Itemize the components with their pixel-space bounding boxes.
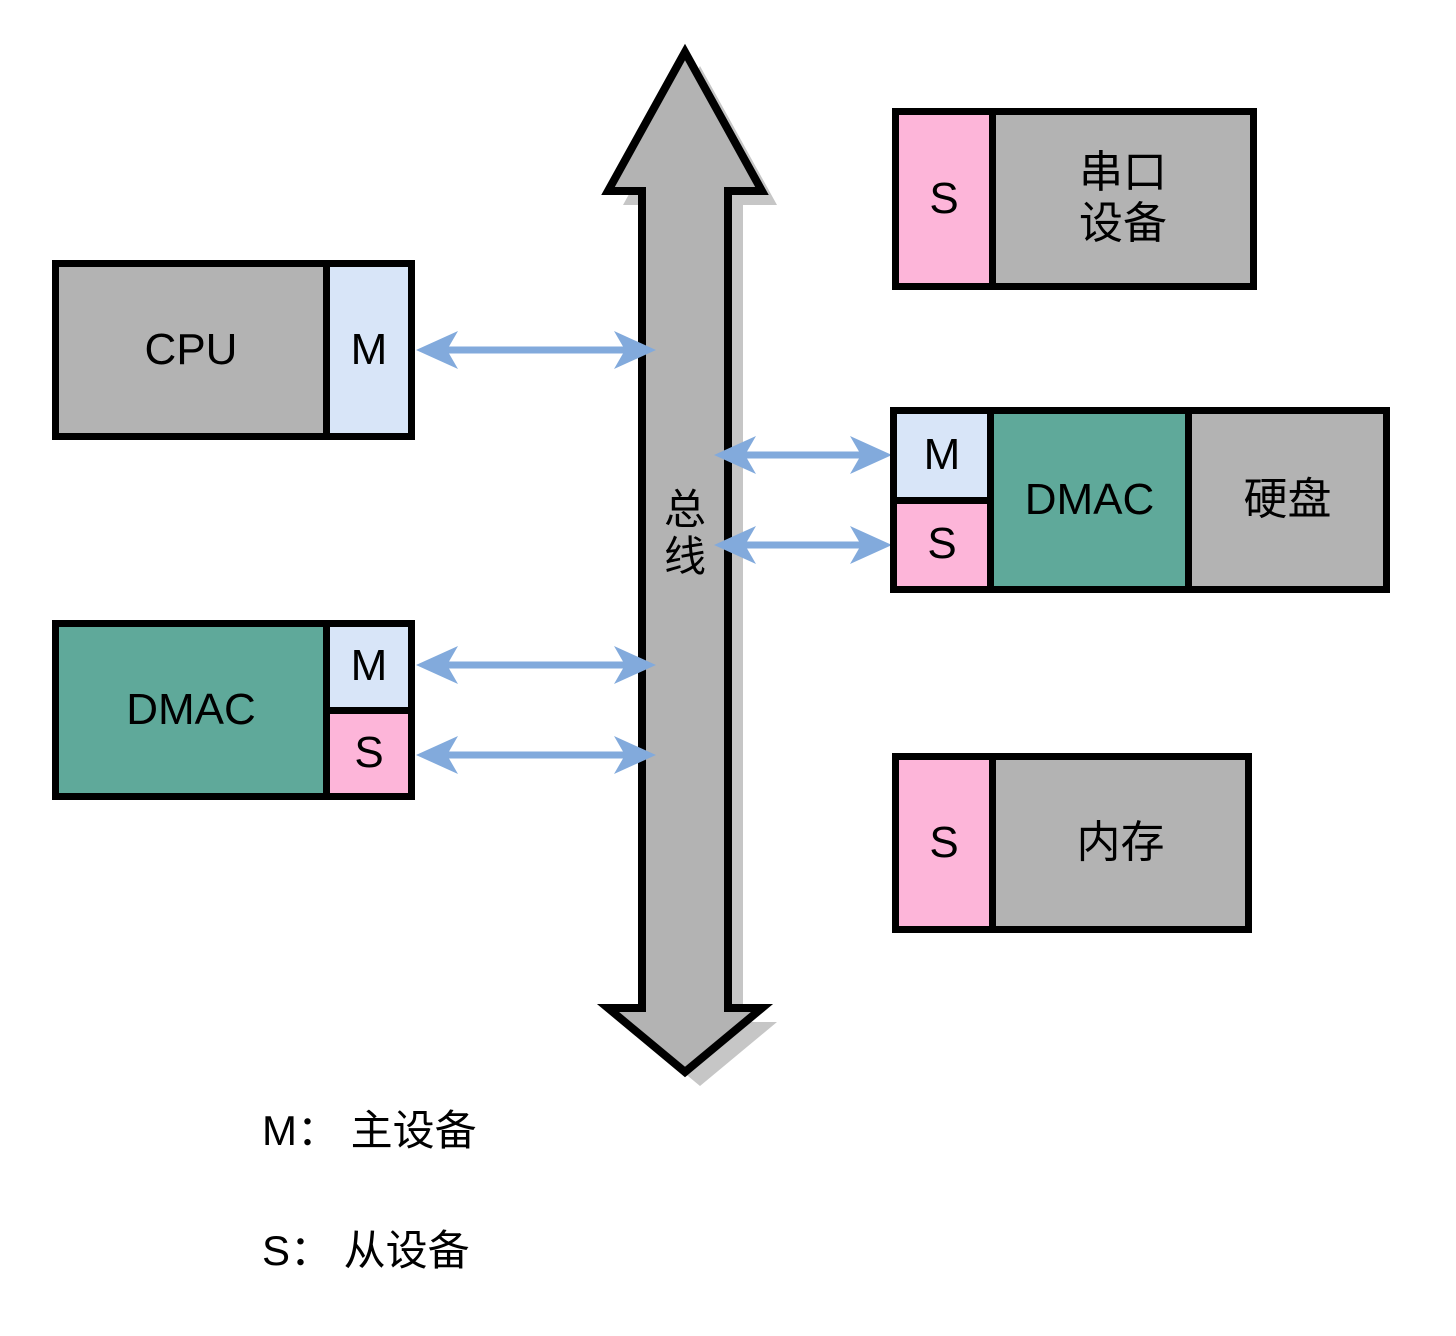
- serial-label-line2: 设备: [1079, 199, 1167, 248]
- dmac-left-master-port: M: [330, 627, 408, 707]
- serial-label-line1: 串口: [1079, 148, 1167, 198]
- bus-label: 总线: [663, 486, 706, 581]
- cpu-master-port: M: [323, 267, 408, 433]
- dmac-right-master-port: M: [897, 414, 987, 497]
- serial-label-cell: 串口 设备: [989, 115, 1250, 283]
- dmac-left-label: DMAC: [126, 684, 256, 734]
- bus-vertical-arrow: [596, 43, 777, 1086]
- dmac-right-label: DMAC: [1024, 474, 1155, 524]
- dmac-right-s-bus-link-arrow: [714, 526, 892, 564]
- cpu-label: CPU: [144, 324, 238, 374]
- serial-device-block: S 串口 设备: [892, 108, 1257, 290]
- cpu-bus-link-arrow: [416, 331, 656, 369]
- cpu-label-cell: CPU: [59, 267, 323, 433]
- serial-slave-port: S: [899, 115, 989, 283]
- dmac-left-label-cell: DMAC: [59, 627, 323, 793]
- memory-label-cell: 内存: [989, 760, 1245, 926]
- bus-arrow-body: [596, 43, 774, 1078]
- memory-block: S 内存: [892, 753, 1252, 933]
- dmac-right-m-bus-link-arrow: [714, 436, 892, 474]
- dmac-right-label-cell: DMAC: [987, 414, 1185, 586]
- dmac-right-block: M S DMAC 硬盘: [890, 407, 1390, 593]
- dmac-left-s-bus-link-arrow: [416, 736, 656, 774]
- legend-slave-device: S： 从设备: [262, 1227, 470, 1274]
- dmac-right-slave-port: S: [897, 496, 987, 586]
- dmac-left-slave-port: S: [330, 706, 408, 793]
- hard-disk-label-cell: 硬盘: [1185, 414, 1383, 586]
- memory-slave-port: S: [899, 760, 989, 926]
- legend-master-device: M： 主设备: [262, 1107, 477, 1154]
- cpu-block: CPU M: [52, 260, 415, 440]
- dmac-right-port-column: M S: [897, 414, 987, 586]
- memory-label: 内存: [1076, 817, 1165, 867]
- dmac-left-block: DMAC M S: [52, 620, 415, 800]
- dmac-left-port-column: M S: [323, 627, 408, 793]
- dmac-left-m-bus-link-arrow: [416, 646, 656, 684]
- hard-disk-label: 硬盘: [1243, 474, 1332, 524]
